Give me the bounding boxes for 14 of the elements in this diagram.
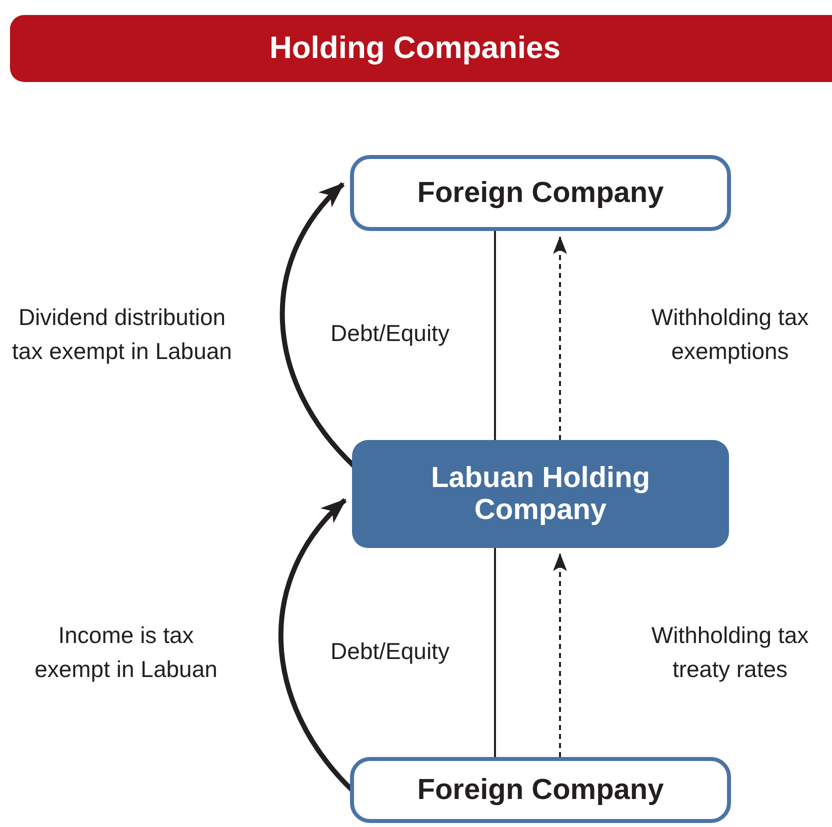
edge-label: Debt/Equity [330,637,450,666]
edge-label: Dividend distribution tax exempt in Labuan [11,303,233,366]
title-banner: Holding Companies [10,15,832,82]
arrow [553,553,567,757]
edge-label: Debt/Equity [330,319,450,348]
highlighted-entity-box: Labuan Holding Company [352,440,729,548]
edge-label: Withholding tax treaty rates [650,621,810,684]
connector-line [494,548,496,757]
entity-box: Foreign Company [350,757,731,823]
connector-line [494,231,496,440]
edge-label: Withholding tax exemptions [650,303,810,366]
edge-label: Income is tax exempt in Labuan [34,621,218,684]
arrow [553,236,567,440]
entity-box: Foreign Company [350,155,731,231]
